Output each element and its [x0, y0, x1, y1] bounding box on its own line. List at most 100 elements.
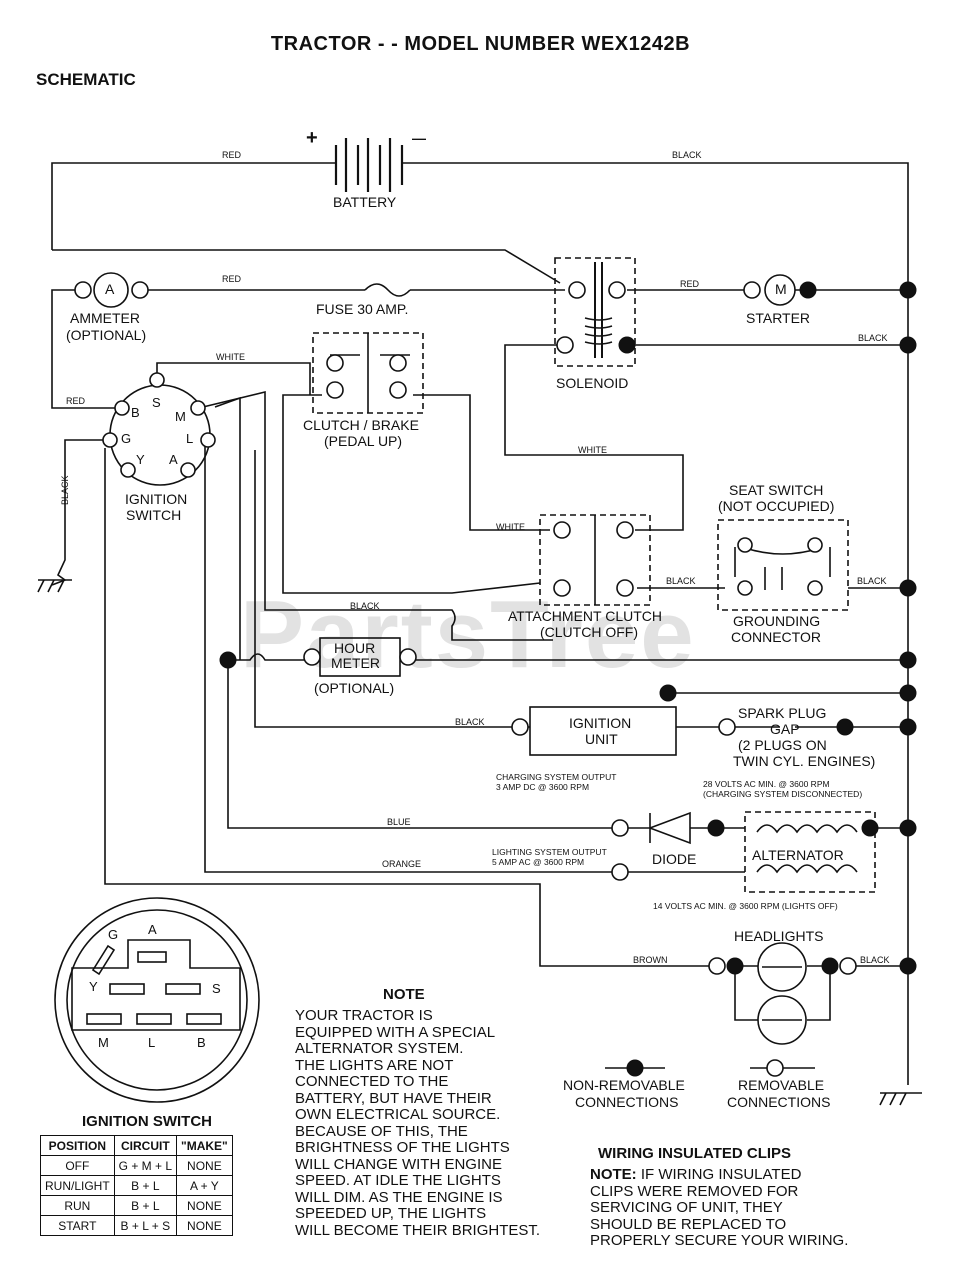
page-title: TRACTOR - - MODEL NUMBER WEX1242B — [270, 33, 691, 55]
table-header: CIRCUIT — [113, 1135, 178, 1156]
grounding-label-1: GROUNDING — [733, 613, 821, 629]
table-row: START B + L + S NONE — [40, 1215, 233, 1236]
ignition-table: POSITION CIRCUIT "MAKE" OFF G + M + L NO… — [40, 1135, 233, 1236]
ignition-switch-label-2: SWITCH — [126, 507, 182, 523]
ignition-plug-shape — [71, 939, 241, 1031]
watermark: PartsTree — [240, 581, 696, 688]
table-row: RUN B + L NONE — [40, 1195, 233, 1216]
removable-label-1: REMOVABLE — [738, 1077, 825, 1093]
ignition-table-title: IGNITION SWITCH — [82, 1113, 212, 1130]
note-line: BATTERY, BUT HAVE THEIR — [295, 1089, 492, 1107]
seat-switch-label-1: SEAT SWITCH — [729, 482, 824, 498]
wire-label-blue: BLUE — [387, 817, 411, 827]
ignition-plug-outer — [54, 897, 260, 1103]
starter-circle — [764, 274, 796, 306]
wire-label-red-2: RED — [222, 274, 242, 284]
table-cell: NONE — [176, 1195, 233, 1216]
wire-label-red-4: RED — [66, 396, 86, 406]
battery-negative-sign: — — [412, 130, 426, 146]
wire-clutch-brake — [282, 394, 541, 594]
seat-switch-box — [717, 519, 849, 611]
pin-a: A — [169, 452, 178, 467]
pin-l: L — [186, 431, 194, 446]
attachment-clutch-label-2: (CLUTCH OFF) — [540, 624, 638, 640]
wire-battery-black — [420, 162, 909, 1085]
table-cell: RUN — [40, 1195, 115, 1216]
note-line: OWN ELECTRICAL SOURCE. — [295, 1106, 501, 1123]
ammeter-label-1: AMMETER — [70, 310, 140, 326]
charging-output-1: CHARGING SYSTEM OUTPUT — [496, 772, 617, 782]
plug-pin-g: G — [108, 927, 119, 942]
spark-plug-label-4: TWIN CYL. ENGINES) — [733, 753, 876, 769]
wiring-clips-note-label: NOTE: — [590, 1166, 637, 1183]
grounding-label-2: CONNECTOR — [731, 629, 821, 645]
wire-label-black-5: BLACK — [350, 601, 380, 611]
attachment-clutch-label-1: ATTACHMENT CLUTCH — [508, 608, 662, 624]
table-cell: G + M + L — [113, 1155, 178, 1176]
plug-pin-y: Y — [89, 979, 98, 994]
ignition-switch-label-1: IGNITION — [125, 491, 188, 507]
ammeter-label-2: (OPTIONAL) — [66, 327, 147, 343]
lighting-output-2: 5 AMP AC @ 3600 RPM — [492, 857, 585, 867]
wiring-clips-line: SHOULD BE REPLACED TO — [590, 1215, 787, 1233]
spark-plug-label-3: (2 PLUGS ON — [738, 737, 827, 753]
wire-solenoid-down — [504, 344, 684, 531]
diode-symbol — [647, 811, 691, 845]
alternator-box — [744, 811, 876, 893]
wire-label-black-6: BLACK — [455, 717, 485, 727]
ignition-unit-label-1: IGNITION — [569, 715, 632, 731]
note-line: SPEED. AT IDLE THE LIGHTS — [295, 1172, 501, 1189]
pin-b: B — [131, 405, 140, 420]
pin-m: M — [175, 409, 186, 424]
page-subtitle: SCHEMATIC — [36, 70, 136, 89]
pin-y: Y — [136, 452, 145, 467]
table-row: RUN/LIGHT B + L A + Y — [40, 1175, 233, 1196]
wiring-clips-body: NOTE: IF WIRING INSULATED CLIPS WERE REM… — [590, 1166, 849, 1250]
table-header: "MAKE" — [176, 1135, 233, 1156]
removable-label-2: CONNECTIONS — [727, 1094, 831, 1110]
wire-label-red-1: RED — [222, 150, 242, 160]
wiring-clips-line: SERVICING OF UNIT, THEY — [590, 1199, 783, 1216]
ammeter-circle — [93, 272, 129, 308]
headlights-label: HEADLIGHTS — [734, 928, 824, 944]
non-removable-label-2: CONNECTIONS — [575, 1094, 679, 1110]
clutch-brake-label-1: CLUTCH / BRAKE — [303, 417, 419, 433]
note-line: WILL BECOME THEIR BRIGHTEST. — [295, 1221, 541, 1239]
table-cell: NONE — [176, 1155, 233, 1176]
table-cell: B + L + S — [113, 1215, 178, 1236]
table-row: OFF G + M + L NONE — [40, 1155, 233, 1176]
wiring-clips-line: PROPERLY SECURE YOUR WIRING. — [590, 1232, 849, 1249]
plug-pin-a: A — [148, 922, 157, 937]
pin-s: S — [152, 395, 161, 410]
table-cell: A + Y — [176, 1175, 233, 1196]
wire-label-red-3: RED — [680, 279, 700, 289]
table-cell: OFF — [40, 1155, 115, 1176]
plug-pin-m: M — [98, 1035, 109, 1050]
starter-symbol: M — [775, 281, 787, 297]
wiring-clips-line: IF WIRING INSULATED — [636, 1166, 802, 1183]
note-line: WILL DIM. AS THE ENGINE IS — [295, 1188, 503, 1206]
table-cell: START — [40, 1215, 115, 1236]
hour-meter-optional: (OPTIONAL) — [314, 680, 395, 696]
table-cell: B + L — [113, 1175, 178, 1196]
solenoid-label: SOLENOID — [556, 375, 629, 391]
note-line: EQUIPPED WITH A SPECIAL — [295, 1023, 496, 1041]
wire-label-black-2: BLACK — [858, 333, 888, 343]
wire-label-white-3: WHITE — [496, 522, 525, 532]
spark-plug-label-2: GAP — [770, 721, 800, 737]
clutch-brake-label-2: (PEDAL UP) — [324, 433, 403, 449]
seat-switch-label-2: (NOT OCCUPIED) — [718, 498, 835, 514]
note-line: THE LIGHTS ARE NOT — [295, 1056, 454, 1074]
volts28-line-1: 28 VOLTS AC MIN. @ 3600 RPM — [703, 779, 830, 789]
hour-meter-label-2: METER — [331, 655, 380, 671]
plug-pin-s: S — [212, 981, 221, 996]
table-cell: B + L — [113, 1195, 178, 1216]
table-cell: RUN/LIGHT — [40, 1175, 115, 1196]
charging-output-2: 3 AMP DC @ 3600 RPM — [496, 782, 590, 792]
battery-positive-sign: + — [306, 127, 318, 149]
battery-label: BATTERY — [333, 194, 397, 210]
note-line: CONNECTED TO THE — [295, 1073, 449, 1090]
wire-label-black-4: BLACK — [857, 576, 887, 586]
lighting-output-1: LIGHTING SYSTEM OUTPUT — [492, 847, 607, 857]
